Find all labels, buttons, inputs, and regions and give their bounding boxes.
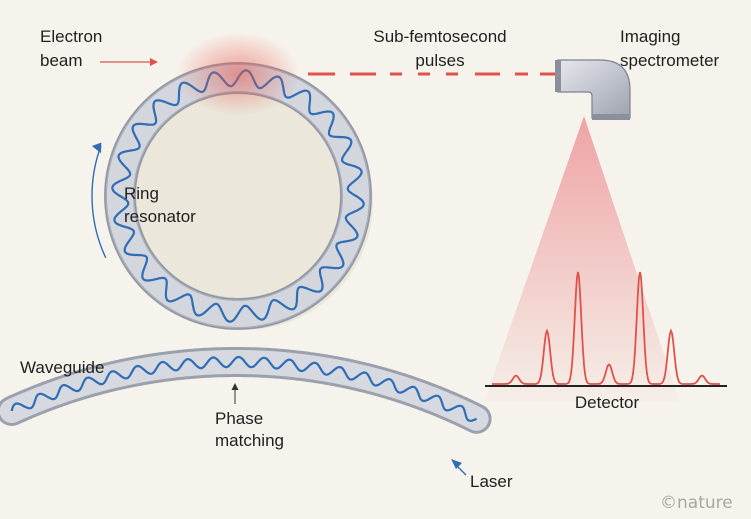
rotation-arrow [91,142,107,258]
ring-shadow [117,74,373,330]
nature-credit: ©nature [660,493,733,513]
spectrometer-cone [484,116,680,402]
spectrometer-label-2: spectrometer [620,51,720,70]
ring-label-1: Ring [124,184,159,203]
detector-label: Detector [575,393,640,412]
phase-matching-label-1: Phase [215,409,263,428]
laser-arrow [451,459,467,476]
electron-beam-label-1: Electron [40,27,102,46]
spectrometer-label-1: Imaging [620,27,680,46]
phase-matching-label-2: matching [215,431,284,450]
electron-beam-label-2: beam [40,51,83,70]
waveguide-wave [10,355,478,422]
waveguide-label: Waveguide [20,358,104,377]
imaging-spectrometer [555,59,631,120]
ring-wave [111,69,365,323]
pulses-label-1: Sub-femtosecond [373,27,506,46]
laser-label: Laser [470,472,513,491]
spectrum-peaks [492,271,720,385]
phase-matching-arrow [231,383,239,404]
beam-direction-arrow [100,58,158,66]
pulses-label-2: pulses [415,51,464,70]
ring-label-2: resonator [124,207,196,226]
